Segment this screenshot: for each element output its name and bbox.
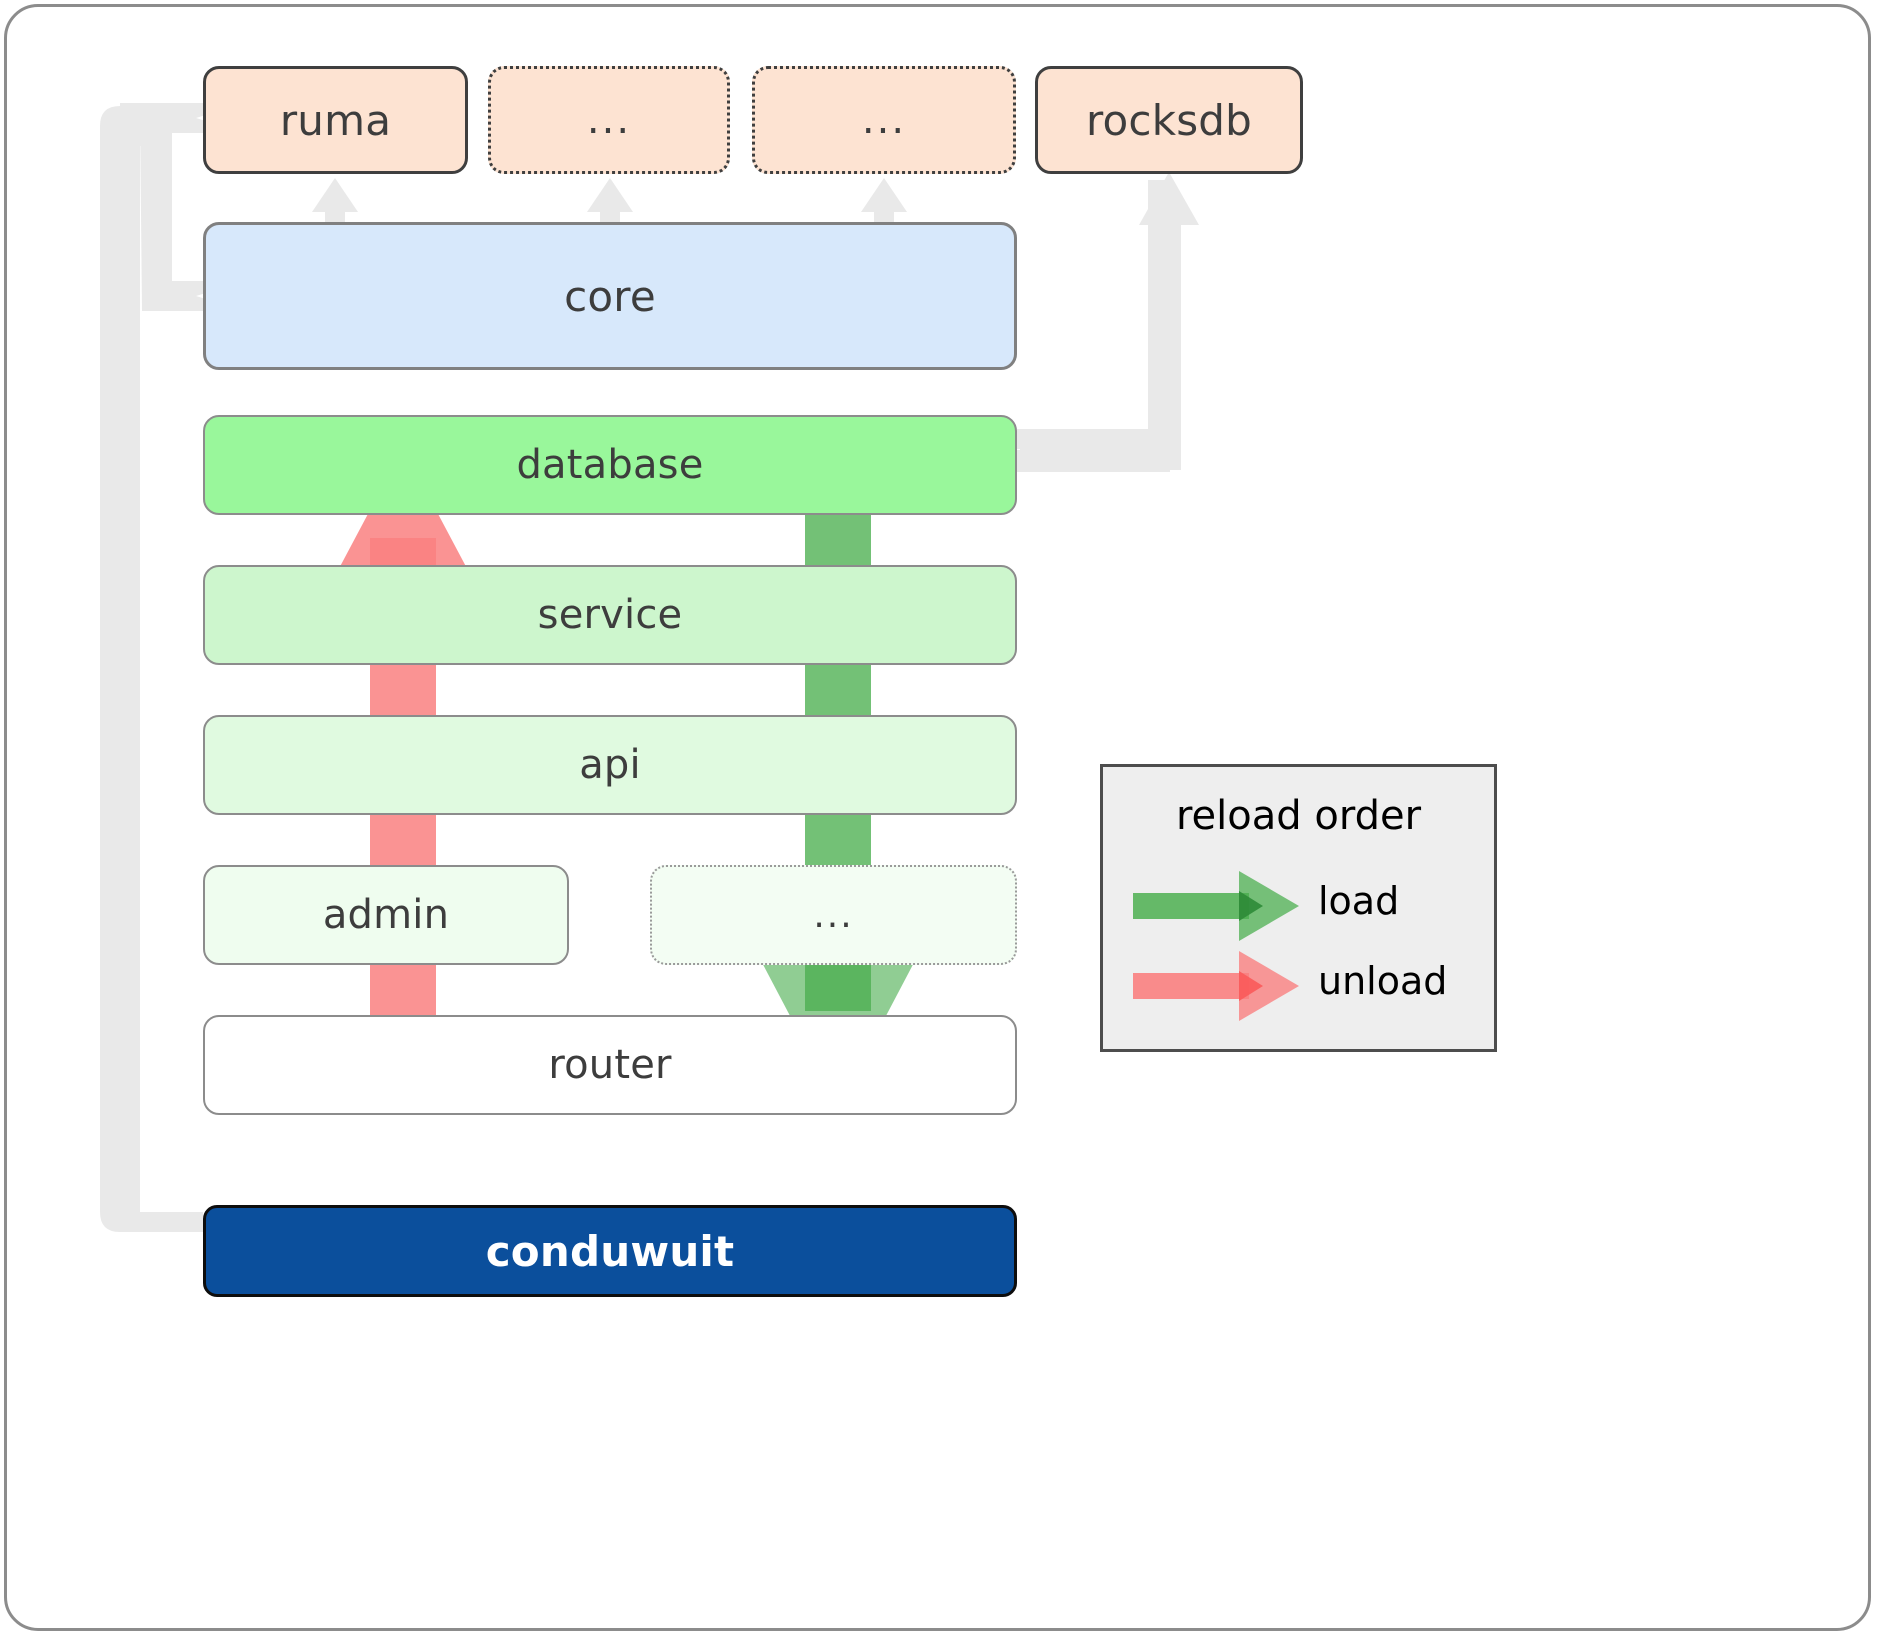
legend-label-unload: unload	[1318, 959, 1448, 1003]
crate-node-rocksdb[interactable]: rocksdb	[1035, 66, 1303, 174]
crate-node-placeholder-2[interactable]: ...	[752, 66, 1016, 174]
crate-label-rocksdb: rocksdb	[1085, 95, 1253, 145]
layer-node-api[interactable]: api	[203, 715, 1017, 815]
binary-label-conduwuit: conduwuit	[485, 1226, 735, 1276]
layer-label-api: api	[579, 742, 641, 788]
crate-label-ruma: ruma	[279, 95, 392, 145]
crate-node-placeholder-1[interactable]: ...	[488, 66, 730, 174]
layer-node-admin[interactable]: admin	[203, 865, 569, 965]
layer-label-placeholder: ...	[813, 894, 854, 936]
layer-label-database: database	[516, 442, 704, 488]
layer-node-database[interactable]: database	[203, 415, 1017, 515]
crate-node-ruma[interactable]: ruma	[203, 66, 468, 174]
legend-row-load: load	[1103, 871, 1494, 941]
layer-node-placeholder[interactable]: ...	[650, 865, 1017, 965]
layer-label-router: router	[548, 1042, 672, 1088]
crate-node-core[interactable]: core	[203, 222, 1017, 370]
legend-title: reload order	[1175, 793, 1422, 839]
unload-arrow-icon	[1133, 951, 1299, 1021]
crate-label-core: core	[564, 271, 656, 321]
crate-label-placeholder-2: ...	[861, 97, 907, 143]
crate-label-placeholder-1: ...	[586, 97, 632, 143]
legend-row-unload: unload	[1103, 951, 1494, 1021]
load-arrow-icon	[1133, 871, 1299, 941]
layer-node-router[interactable]: router	[203, 1015, 1017, 1115]
layer-label-service: service	[537, 592, 683, 638]
legend-label-load: load	[1318, 879, 1400, 923]
layer-node-service[interactable]: service	[203, 565, 1017, 665]
binary-node-conduwuit[interactable]: conduwuit	[203, 1205, 1017, 1297]
legend-panel: reload order load unload	[1100, 764, 1497, 1052]
layer-label-admin: admin	[322, 892, 450, 938]
